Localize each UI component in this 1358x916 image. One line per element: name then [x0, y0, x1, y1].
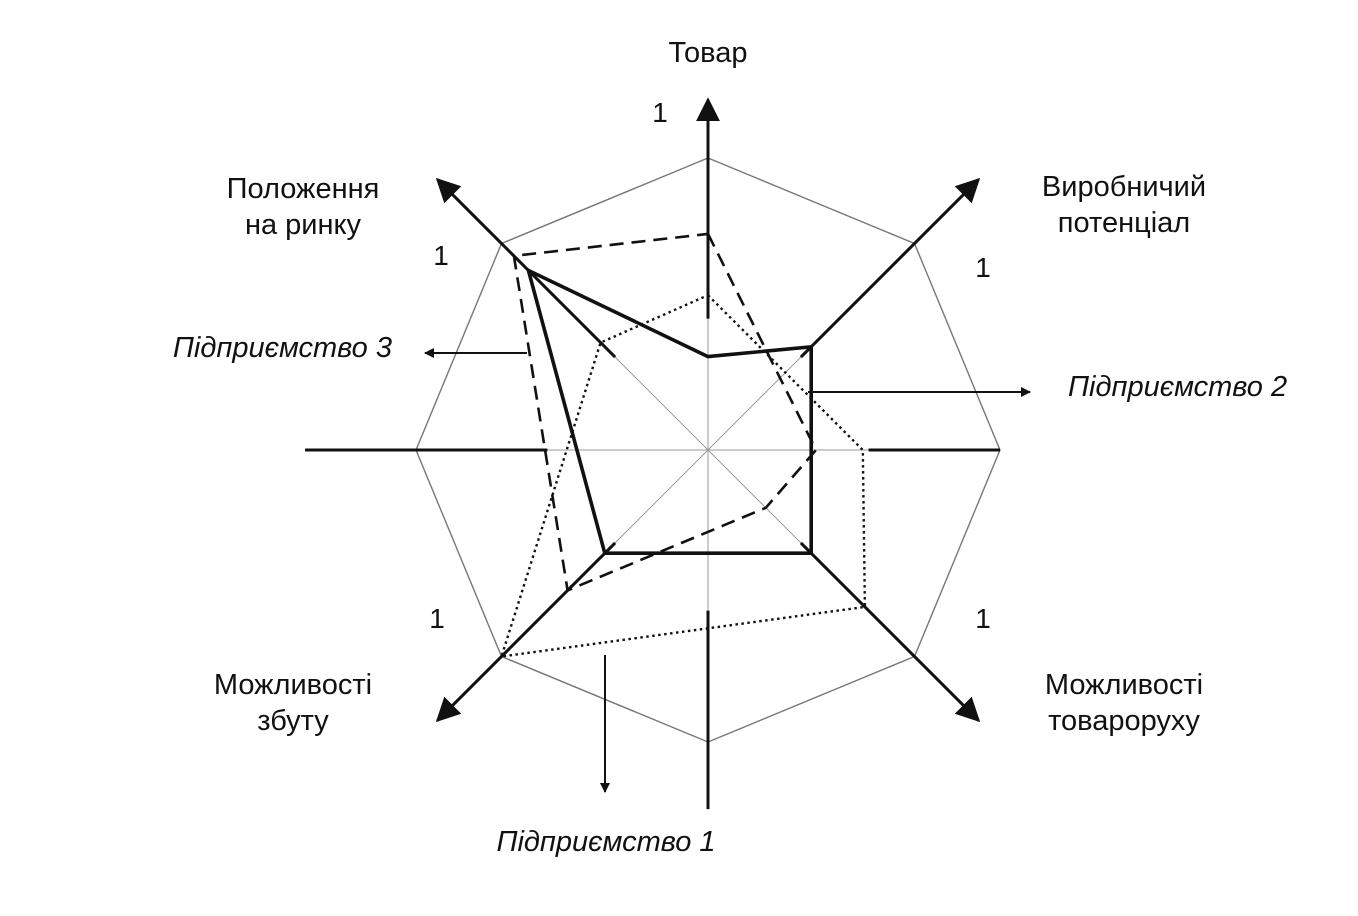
axis-max-tick: 1 [652, 97, 668, 128]
axis-max-tick: 1 [429, 603, 445, 634]
series-polygon-1 [499, 293, 867, 658]
series-label: Підприємство 2 [1068, 371, 1287, 403]
series-callouts: Підприємство 3 Підприємство 2 Підприємство… [173, 332, 1287, 858]
series-polygon-3 [512, 232, 818, 593]
axis-max-tick: 1 [433, 240, 449, 271]
series-polygon-2 [525, 267, 814, 556]
axis-tovarorukh [799, 541, 981, 723]
series-label: Підприємство 3 [173, 332, 392, 364]
radar-series [499, 232, 867, 658]
series-label: Підприємство 1 [496, 826, 715, 858]
axis-max-tick: 1 [975, 252, 991, 283]
axis-max-tick: 1 [975, 603, 991, 634]
radar-axes [305, 97, 1000, 810]
axis-vyrobnychyi [799, 177, 981, 359]
axis-zbut [435, 541, 617, 723]
axis-label-tovar: Товар [669, 37, 748, 69]
